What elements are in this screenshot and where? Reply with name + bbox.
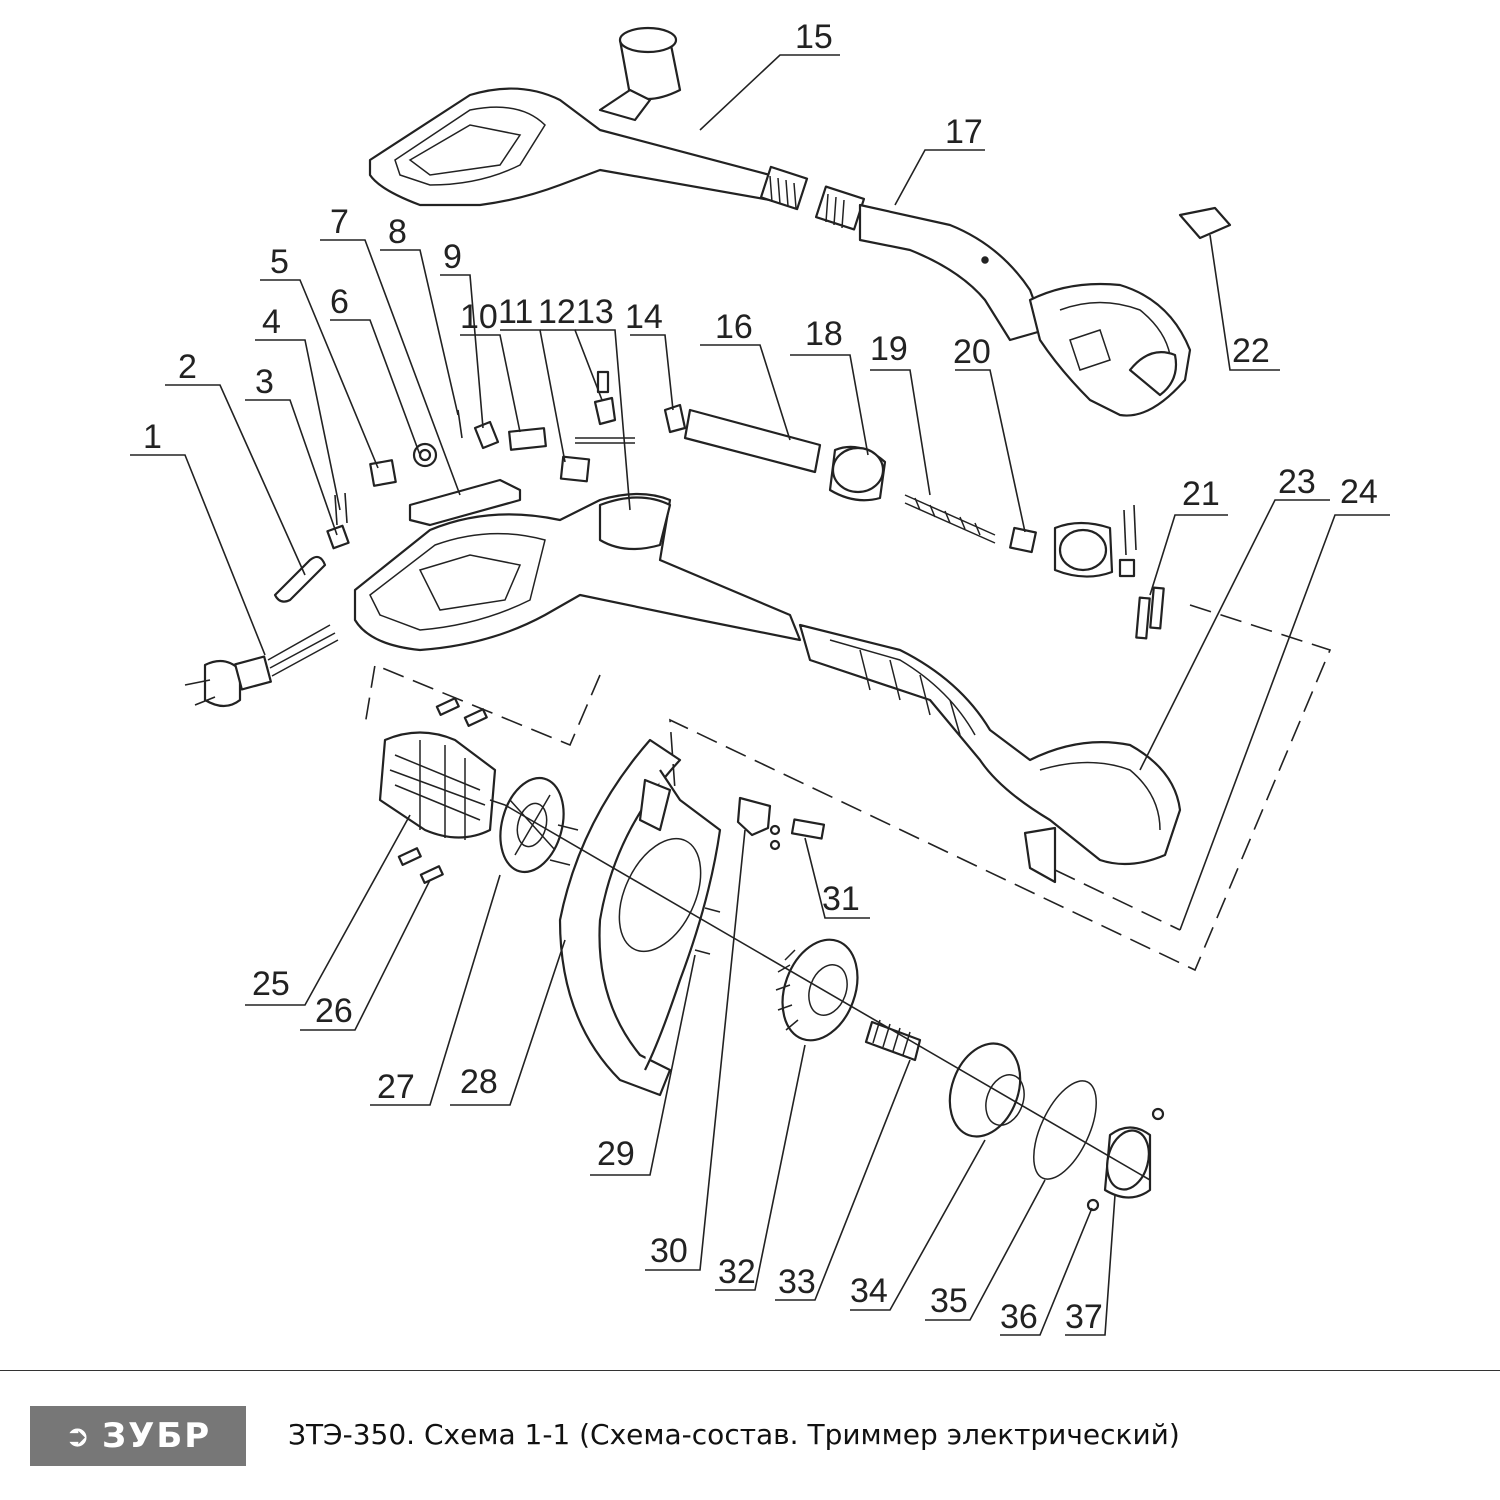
- label-plate-part: [1178, 206, 1232, 240]
- brush-plate-part: [499, 776, 579, 874]
- right-block-part: [1053, 504, 1165, 640]
- label-5: 5: [270, 243, 289, 281]
- label-19: 19: [870, 330, 908, 368]
- guard-part: [558, 738, 722, 1097]
- motor-part: [378, 697, 506, 884]
- label-31: 31: [822, 880, 860, 918]
- label-37: 37: [1065, 1298, 1103, 1336]
- caption-description: Схема 1-1 (Схема-состав. Триммер электри…: [423, 1418, 1180, 1451]
- label-26: 26: [315, 992, 353, 1030]
- label-16: 16: [715, 308, 753, 346]
- label-34: 34: [850, 1272, 888, 1310]
- label-10: 10: [460, 298, 498, 336]
- main-housing-part: [353, 492, 1182, 866]
- label-21: 21: [1182, 475, 1220, 513]
- label-30: 30: [650, 1232, 688, 1270]
- label-23: 23: [1278, 463, 1316, 501]
- label-17: 17: [945, 113, 983, 151]
- assembly-lines: [364, 604, 1332, 1181]
- label-20: 20: [953, 333, 991, 371]
- logo-arrow-icon: ➲: [64, 1418, 92, 1454]
- footer-divider: [0, 1370, 1500, 1371]
- label-22: 22: [1232, 332, 1270, 370]
- label-28: 28: [460, 1063, 498, 1101]
- label-6: 6: [330, 283, 349, 321]
- label-7: 7: [330, 203, 349, 241]
- side-plate-part: [1023, 826, 1057, 884]
- label-35: 35: [930, 1282, 968, 1320]
- switch-rod-assembly: [683, 408, 1037, 554]
- label-12: 12: [538, 293, 576, 331]
- brand-logo: ➲ ЗУБР: [30, 1406, 246, 1466]
- label-33: 33: [778, 1263, 816, 1301]
- label-32: 32: [718, 1253, 756, 1291]
- label-18: 18: [805, 315, 843, 353]
- bracket-parts: [736, 796, 826, 851]
- label-13: 13: [576, 293, 614, 331]
- label-24: 24: [1340, 473, 1378, 511]
- spool-assembly: [775, 938, 1165, 1212]
- label-8: 8: [388, 213, 407, 251]
- label-36: 36: [1000, 1298, 1038, 1336]
- label-29: 29: [597, 1135, 635, 1173]
- lower-shaft-part: [814, 185, 1192, 417]
- label-27: 27: [377, 1068, 415, 1106]
- label-14: 14: [625, 298, 663, 336]
- label-2: 2: [178, 348, 197, 386]
- label-3: 3: [255, 363, 274, 401]
- label-11: 11: [498, 293, 533, 331]
- power-cord-part: [184, 624, 339, 708]
- label-4: 4: [262, 303, 281, 341]
- label-25: 25: [252, 965, 290, 1003]
- part-labels: 1 2 3 4 5 6 7 8 9 10 11 12 13 14 15 16 1…: [143, 18, 1378, 1336]
- label-15: 15: [795, 18, 833, 56]
- caption: ЗТЭ-350. Схема 1-1 (Схема-состав. Тримме…: [288, 1418, 1180, 1451]
- logo-text: ЗУБР: [101, 1416, 212, 1456]
- label-9: 9: [443, 238, 462, 276]
- leader-lines: [130, 54, 1390, 1336]
- label-1: 1: [143, 418, 162, 456]
- model-name: ЗТЭ-350.: [288, 1418, 416, 1451]
- upper-handle-part: [368, 26, 809, 211]
